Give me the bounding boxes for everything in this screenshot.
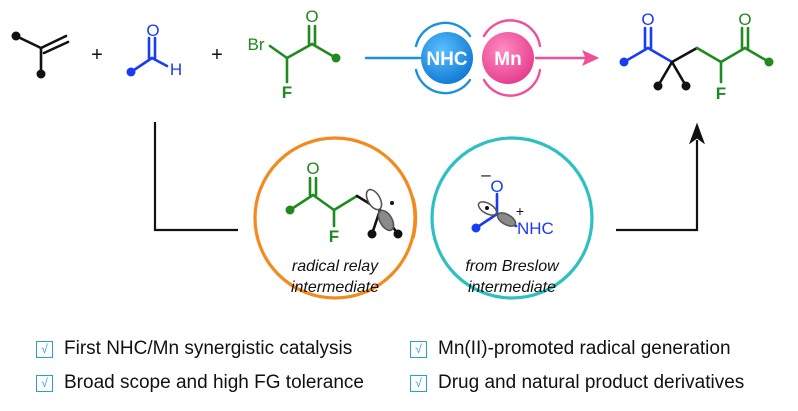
relay-oxygen-label: O bbox=[306, 159, 319, 178]
nhc-catalyst-ball bbox=[421, 32, 473, 84]
mn-catalyst-ball bbox=[482, 32, 534, 84]
product-oxygen-left-label: O bbox=[641, 10, 654, 29]
product-molecule bbox=[619, 26, 774, 91]
plus-sign-2: + bbox=[211, 44, 223, 66]
aldehyde-molecule bbox=[126, 36, 169, 77]
p-orbital-icon bbox=[365, 188, 395, 232]
aldehyde-oxygen-label: O bbox=[146, 21, 159, 40]
relay-caption-line1: radical relay bbox=[292, 258, 379, 275]
breslow-oxygen-label: O bbox=[490, 177, 503, 196]
breslow-nhc-label: NHC bbox=[517, 219, 554, 238]
product-oxygen-right-label: O bbox=[738, 10, 751, 29]
product-fluorine-label: F bbox=[716, 84, 726, 103]
highlight-item: √ First NHC/Mn synergistic catalysis bbox=[36, 338, 352, 360]
highlight-item: √ Broad scope and high FG tolerance bbox=[36, 372, 364, 394]
radical-relay-molecule bbox=[285, 176, 403, 239]
breslow-circle bbox=[430, 136, 594, 300]
highlight-text: Drug and natural product derivatives bbox=[438, 372, 745, 393]
fluorine-label: F bbox=[282, 83, 292, 102]
reaction-arrow bbox=[364, 19, 600, 97]
ketone-oxygen-label: O bbox=[305, 7, 318, 26]
relay-fluorine-label: F bbox=[329, 227, 339, 246]
bromine-label: Br bbox=[248, 35, 265, 54]
isobutylene-molecule bbox=[11, 31, 70, 79]
aldehyde-hydrogen-label: H bbox=[170, 60, 182, 79]
plus-sign-1: + bbox=[91, 44, 103, 66]
radical-dot-icon bbox=[390, 201, 394, 205]
connector-lines bbox=[153, 122, 706, 232]
relay-caption-line2: intermediate bbox=[291, 279, 379, 296]
bromofluoroketone-molecule bbox=[268, 24, 341, 84]
checkbox-icon: √ bbox=[36, 374, 53, 392]
checkbox-icon: √ bbox=[410, 340, 427, 358]
breslow-radical-dot-icon bbox=[485, 206, 489, 210]
relay-circle-overlap bbox=[411, 197, 418, 239]
highlight-text: Broad scope and high FG tolerance bbox=[64, 372, 364, 393]
checkbox-icon: √ bbox=[36, 340, 53, 358]
nhc-catalyst-label: NHC bbox=[426, 49, 467, 70]
highlight-item: √ Mn(II)-promoted radical generation bbox=[410, 338, 731, 360]
mn-catalyst-label: Mn bbox=[494, 49, 521, 70]
breslow-plus-charge: + bbox=[516, 203, 524, 219]
breslow-caption-line1: from Breslow bbox=[465, 258, 560, 275]
highlight-text: First NHC/Mn synergistic catalysis bbox=[64, 338, 353, 359]
highlight-text: Mn(II)-promoted radical generation bbox=[438, 338, 731, 359]
breslow-minus-charge: – bbox=[481, 165, 491, 184]
breslow-caption-line2: intermediate bbox=[468, 279, 556, 296]
highlight-item: √ Drug and natural product derivatives bbox=[410, 372, 744, 394]
checkbox-icon: √ bbox=[410, 374, 427, 392]
